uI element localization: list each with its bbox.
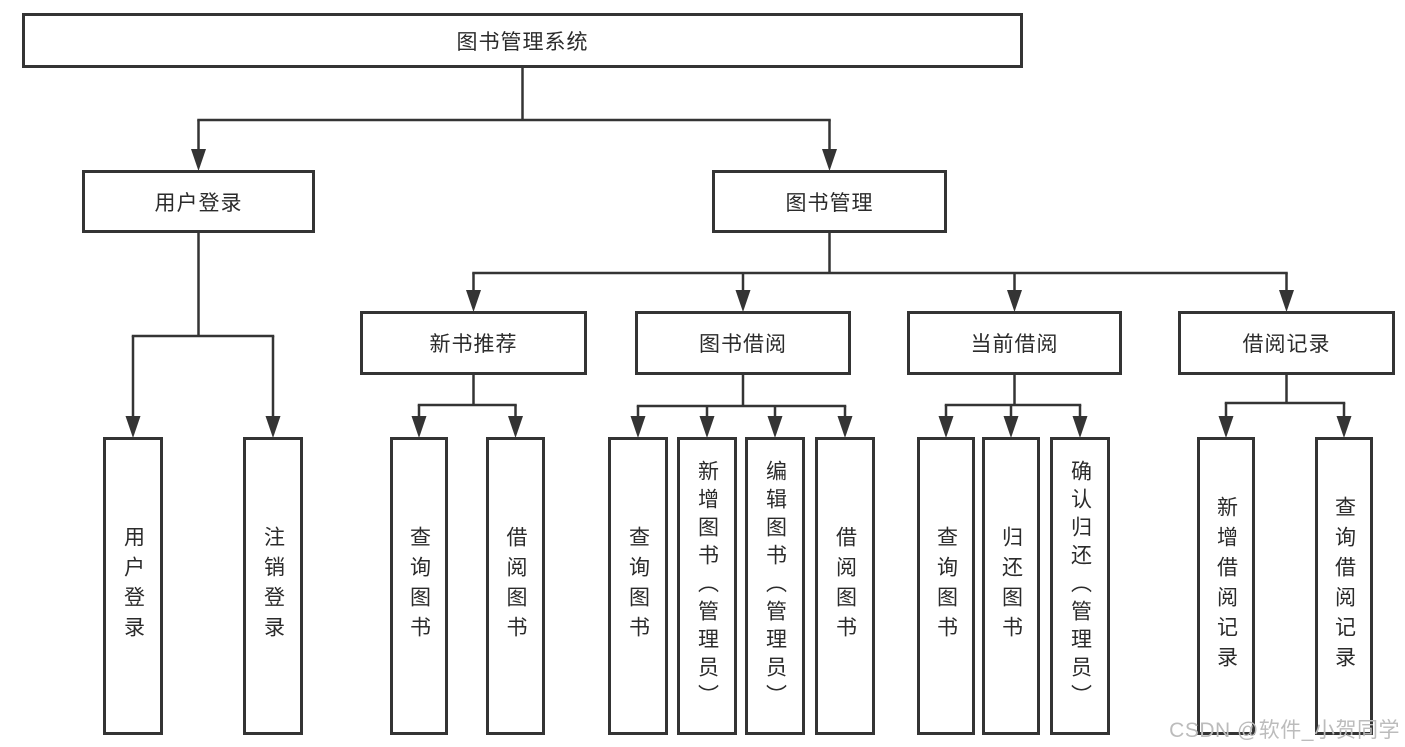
node-label: 当前借阅 [970, 333, 1059, 356]
node-leaf-logout: 注销登录 [243, 437, 303, 735]
node-leaf-return-books: 归还图书 [982, 437, 1040, 735]
node-label: 查询图书 [626, 526, 650, 646]
node-label: 注销登录 [261, 526, 285, 646]
node-label: 图书管理 [785, 191, 874, 215]
node-leaf-query-books-current: 查询图书 [917, 437, 975, 735]
node-leaf-user-login: 用户登录 [103, 437, 163, 735]
node-leaf-add-books-admin: 新增图书（管理员） [677, 437, 737, 735]
node-leaf-add-borrow-record: 新增借阅记录 [1197, 437, 1255, 735]
node-leaf-query-borrow-record: 查询借阅记录 [1315, 437, 1373, 735]
node-leaf-borrow-books-borrowing: 借阅图书 [815, 437, 875, 735]
node-label: 借阅图书 [833, 526, 857, 646]
node-new-book-recommendation: 新书推荐 [360, 311, 587, 375]
node-label: 借阅记录 [1242, 333, 1331, 356]
node-label: 新书推荐 [429, 333, 518, 356]
node-label: 查询图书 [934, 526, 958, 646]
node-label: 查询借阅记录 [1332, 496, 1356, 676]
node-label: 用户登录 [154, 191, 243, 215]
node-label: 新增借阅记录 [1214, 496, 1238, 676]
node-book-management: 图书管理 [712, 170, 947, 233]
watermark: CSDN @软件_小贺同学 [1169, 719, 1400, 742]
node-user-login: 用户登录 [82, 170, 315, 233]
node-borrowing-records: 借阅记录 [1178, 311, 1395, 375]
node-label: 编辑图书（管理员） [763, 460, 787, 712]
node-label: 归还图书 [999, 526, 1023, 646]
node-current-borrowing: 当前借阅 [907, 311, 1122, 375]
node-label: 查询图书 [407, 526, 431, 646]
node-label: 借阅图书 [504, 526, 527, 646]
node-label: 图书借阅 [699, 333, 787, 356]
node-label: 图书管理系统 [456, 30, 589, 54]
node-leaf-query-books-recommend: 查询图书 [390, 437, 448, 735]
node-leaf-confirm-return-admin: 确认归还（管理员） [1050, 437, 1110, 735]
node-label: 用户登录 [121, 526, 145, 646]
node-leaf-borrow-books-recommend: 借阅图书 [486, 437, 545, 735]
node-leaf-edit-books-admin: 编辑图书（管理员） [745, 437, 805, 735]
node-leaf-query-books-borrowing: 查询图书 [608, 437, 668, 735]
node-label: 确认归还（管理员） [1068, 460, 1092, 712]
node-library-management-system: 图书管理系统 [22, 13, 1023, 68]
node-label: 新增图书（管理员） [695, 460, 719, 712]
node-book-borrowing: 图书借阅 [635, 311, 851, 375]
